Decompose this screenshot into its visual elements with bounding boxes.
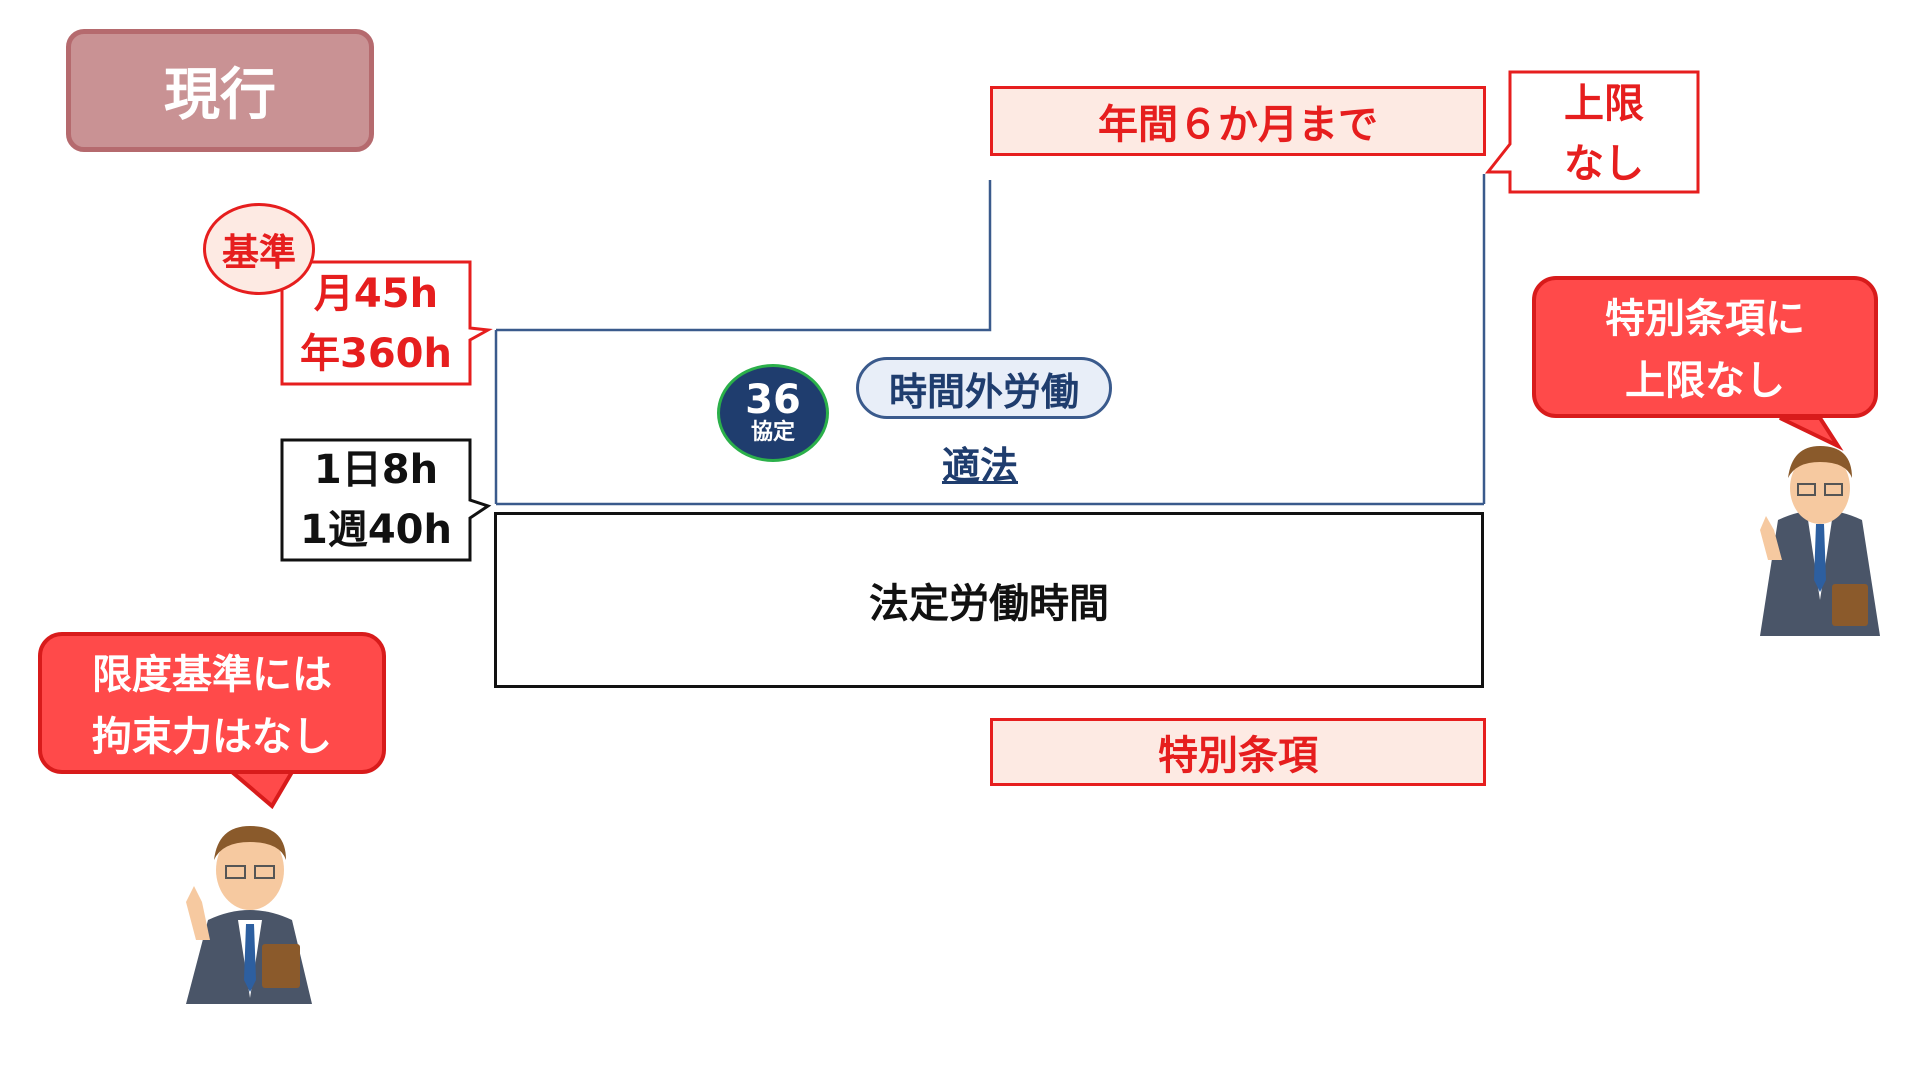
standard-callout-shape — [280, 260, 493, 386]
no-limit-callout: 上限 なし — [1510, 74, 1698, 192]
agreement-36-badge: 36 協定 — [717, 364, 829, 462]
bubble-left-tail — [226, 770, 296, 810]
businessman-left-figure — [186, 826, 312, 1004]
no-limit-line-1: 上限 — [1564, 81, 1644, 127]
no-limit-line-2: なし — [1564, 141, 1644, 187]
six-months-box: 年間６か月まで — [990, 86, 1486, 156]
base-limit-callout: 1日8h 1週40h — [282, 440, 470, 560]
weekly-limit-text: 1週40h — [300, 507, 452, 553]
bubble-right-tail — [1779, 416, 1844, 451]
standard-badge: 基準 — [203, 203, 315, 295]
special-clause-box: 特別条項 — [990, 718, 1486, 786]
standard-limit-callout: 月45h 年360h — [282, 264, 470, 384]
bubble-right: 特別条項に 上限なし — [1532, 276, 1878, 418]
overtime-label: 時間外労働 — [856, 357, 1112, 419]
bubble-right-line-2: 上限なし — [1625, 358, 1785, 404]
annual-limit-text: 年360h — [300, 331, 452, 377]
overtime-step-line — [496, 180, 992, 332]
base-callout-shape — [280, 438, 492, 562]
businessman-right-figure — [1760, 446, 1880, 636]
legal-label: 適法 — [941, 443, 1018, 488]
bubble-left: 限度基準には 拘束力はなし — [38, 632, 386, 774]
statutory-hours-box: 法定労働時間 — [494, 512, 1484, 688]
bubble-left-line-1: 限度基準には — [92, 652, 332, 698]
current-tag: 現行 — [66, 29, 374, 152]
agreement-number: 36 — [745, 377, 801, 423]
monthly-limit-text: 月45h — [313, 271, 439, 317]
no-limit-callout-shape — [1484, 70, 1700, 194]
bubble-right-line-1: 特別条項に — [1605, 296, 1805, 342]
bubble-left-line-2: 拘束力はなし — [92, 714, 332, 760]
daily-limit-text: 1日8h — [313, 447, 439, 493]
agreement-label: 協定 — [750, 420, 795, 445]
